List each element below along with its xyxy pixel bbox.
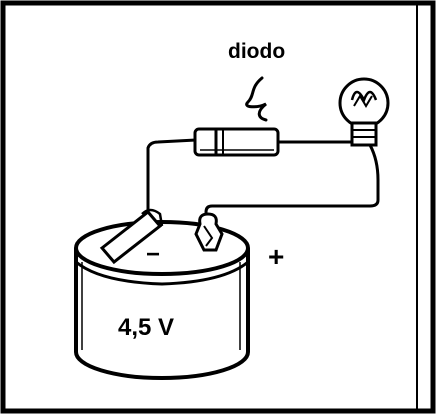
wire-bulb-to-positive [204,144,380,222]
positive-terminal-clip [194,212,224,252]
wire-negative-to-diode [146,138,197,212]
negative-label: − [146,241,160,268]
voltage-label: 4,5 V [118,314,174,341]
light-squiggle-icon [245,76,268,122]
battery [74,220,250,380]
negative-terminal-clip [99,208,164,265]
light-bulb-icon [338,77,390,147]
diode-label: diodo [228,40,285,63]
diode-component [193,127,280,157]
positive-label: + [268,241,284,272]
